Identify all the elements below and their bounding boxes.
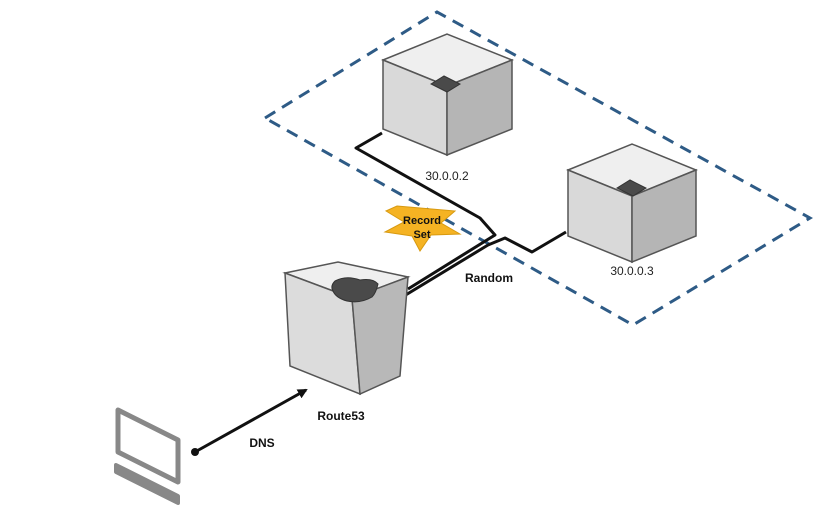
- server-group-boundary: [262, 10, 813, 327]
- route53-node[interactable]: [282, 261, 411, 396]
- connection-lines: [354, 131, 567, 298]
- server-a-cube[interactable]: [381, 33, 515, 157]
- client-computer-icon: [114, 407, 181, 505]
- routing-policy-label: Random: [465, 271, 513, 285]
- server-b-label: 30.0.0.3: [610, 264, 654, 278]
- server-b-cube[interactable]: [566, 143, 698, 264]
- server-chip-icon: [615, 179, 648, 197]
- server-chip-icon: [429, 75, 462, 93]
- route53-label: Route53: [317, 409, 365, 423]
- record-set-badge: Record Set: [383, 205, 462, 252]
- dns-arrow: [194, 388, 308, 454]
- dns-arrow-origin-dot: [191, 448, 199, 456]
- record-set-label-line1: Record: [403, 215, 441, 227]
- shield-icon: [331, 277, 379, 303]
- dns-label: DNS: [249, 436, 274, 450]
- record-set-label-line2: Set: [413, 229, 430, 241]
- server-a-label: 30.0.0.2: [425, 169, 469, 183]
